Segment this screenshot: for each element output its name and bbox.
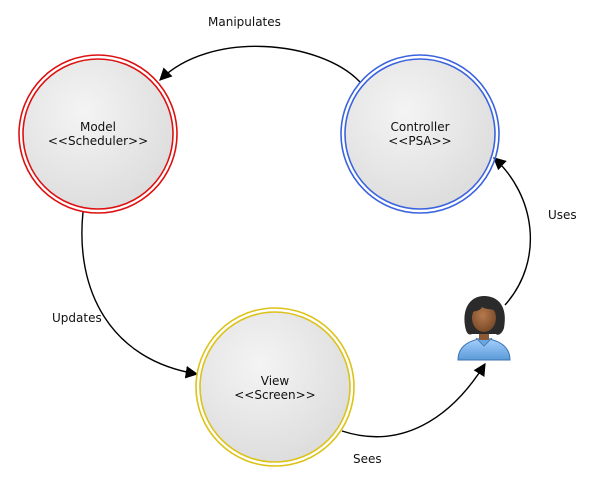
model-node-text: Model <<Scheduler>> bbox=[18, 120, 178, 148]
view-node bbox=[195, 307, 355, 467]
controller-node-text: Controller <<PSA>> bbox=[340, 120, 500, 148]
edge-label-sees: Sees bbox=[353, 452, 382, 466]
view-name: View bbox=[260, 374, 290, 388]
edge-uses bbox=[493, 157, 532, 306]
edge-manipulates bbox=[159, 45, 361, 83]
model-node bbox=[18, 54, 178, 214]
view-node-text: View <<Screen>> bbox=[195, 374, 355, 402]
edge-label-uses: Uses bbox=[548, 208, 577, 222]
controller-name: Controller bbox=[390, 120, 450, 134]
edge-label-updates: Updates bbox=[52, 311, 102, 325]
user-person-icon bbox=[457, 296, 511, 361]
edge-label-manipulates: Manipulates bbox=[208, 15, 281, 29]
model-stereotype: <<Scheduler>> bbox=[47, 134, 149, 148]
controller-node bbox=[340, 54, 500, 214]
model-name: Model bbox=[79, 120, 117, 134]
view-stereotype: <<Screen>> bbox=[234, 388, 316, 402]
edge-updates bbox=[81, 211, 199, 379]
edge-sees bbox=[341, 362, 486, 438]
controller-stereotype: <<PSA>> bbox=[388, 134, 452, 148]
